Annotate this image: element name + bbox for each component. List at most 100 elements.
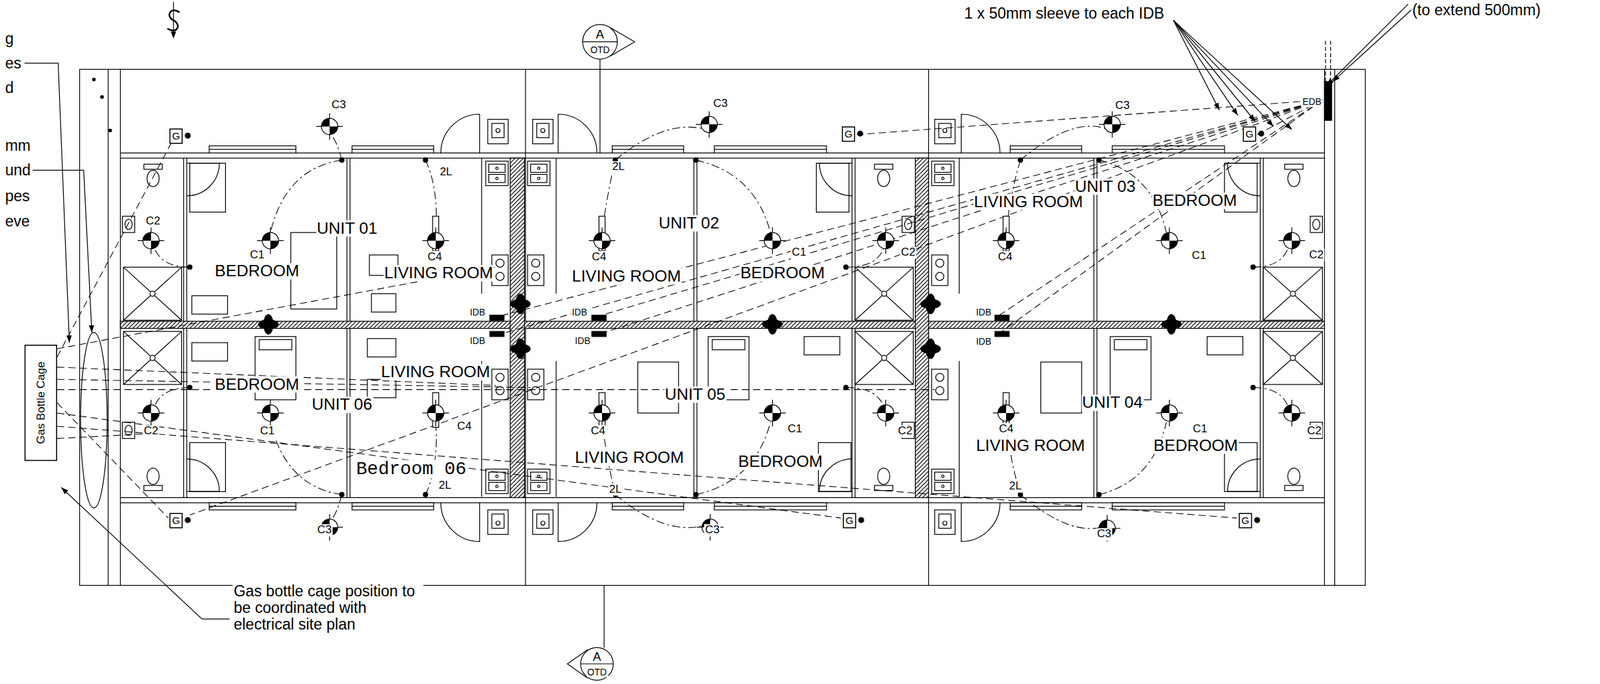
basin	[1310, 216, 1323, 234]
furniture	[190, 442, 226, 492]
furniture	[816, 163, 850, 213]
leader-line	[1332, 7, 1414, 82]
gas-point-box: G	[1238, 512, 1252, 529]
furniture	[367, 379, 397, 399]
sink-waste	[941, 485, 945, 489]
burner	[935, 272, 944, 281]
switch-label: 2L	[438, 166, 454, 179]
idb-symbol	[592, 331, 607, 337]
circuit-label: C2	[142, 425, 160, 438]
smoke-detector	[510, 338, 531, 360]
partition-wall	[1259, 328, 1261, 498]
shower-fall	[123, 267, 183, 321]
leader-line	[1173, 20, 1256, 122]
partition-wall	[1093, 328, 1095, 498]
light-fitting	[1283, 405, 1301, 422]
smoke-detector	[924, 297, 937, 310]
cooktop	[931, 255, 949, 286]
shower-fall	[855, 331, 914, 385]
light-fitting	[872, 400, 900, 427]
light-fitting	[1099, 520, 1107, 529]
leader-line	[1326, 3, 1408, 86]
box-text: G	[172, 515, 181, 526]
smoke-detector	[258, 314, 280, 335]
board-label: EDB	[1301, 97, 1323, 107]
switching-line	[270, 422, 342, 496]
light-fitting	[262, 405, 271, 414]
switching-line	[154, 388, 190, 406]
switching-line	[1099, 422, 1167, 496]
sink-bowl	[489, 472, 506, 481]
unit-name: UNIT 04	[1081, 394, 1144, 412]
light-fitting	[1156, 400, 1183, 427]
circuit-label: C4	[590, 425, 607, 438]
light-fitting	[422, 400, 450, 427]
burner	[531, 272, 540, 281]
section-marker	[567, 649, 589, 679]
sink-waste	[495, 485, 499, 489]
sink	[931, 161, 955, 187]
partition-wall	[693, 328, 695, 498]
smoke-detector	[1161, 314, 1183, 335]
burner	[531, 373, 540, 382]
furniture	[1207, 336, 1244, 356]
gas-point-box: G	[841, 126, 856, 142]
gas-point-box: G	[842, 512, 856, 529]
light-fitting	[1156, 227, 1183, 254]
switch-symbol	[693, 158, 699, 163]
idb-symbol	[489, 331, 505, 337]
door-swing	[440, 114, 480, 153]
room-name: LIVING ROOM	[972, 193, 1084, 211]
window-glass	[352, 148, 434, 150]
leader-line	[61, 487, 230, 620]
partition-wall	[693, 158, 695, 322]
hot-water-unit	[532, 510, 554, 535]
hot-water-unit	[487, 510, 509, 535]
gas-point-box: G	[169, 128, 183, 144]
cooktop	[527, 255, 545, 286]
light-fitting	[1291, 240, 1300, 249]
basin-bowl	[904, 219, 912, 230]
note-fragment: und	[3, 162, 32, 179]
light-fitting	[992, 400, 1020, 427]
north-arrow	[167, 10, 180, 31]
hot-water-unit	[540, 521, 545, 526]
section-line	[603, 585, 605, 648]
gas-pipe-route	[57, 142, 172, 357]
note-fragment: g	[3, 30, 15, 47]
circuit-label: C1	[1192, 423, 1209, 436]
shower	[1263, 267, 1323, 321]
basin	[902, 216, 915, 234]
circuit-label: C1	[1190, 249, 1208, 262]
unit-name: UNIT 06	[310, 396, 374, 414]
basin	[122, 216, 135, 234]
light-fitting	[1005, 240, 1014, 249]
partition-wall	[349, 158, 351, 322]
smoke-detector	[920, 338, 941, 360]
hot-water-unit	[532, 119, 554, 145]
section-marker	[582, 24, 618, 60]
smoke-detector	[766, 318, 779, 331]
toilet-cistern	[144, 485, 163, 492]
switch-symbol	[423, 492, 428, 498]
furniture	[1110, 336, 1151, 400]
box-text: Gas Bottle Cage	[35, 362, 47, 445]
box-text: G	[1241, 515, 1250, 526]
shower	[123, 267, 183, 321]
circuit-label: C1	[786, 423, 804, 436]
room-name: BEDROOM	[213, 262, 301, 280]
sink-waste	[941, 177, 945, 181]
light-fitting	[601, 413, 610, 422]
light-fitting	[759, 227, 787, 254]
cooktop	[931, 369, 949, 400]
idb-symbol	[994, 315, 1010, 321]
sink-bowl	[934, 174, 952, 183]
light-fitting	[1156, 400, 1183, 427]
note-fragment: mm	[3, 137, 32, 154]
light-fitting	[759, 400, 787, 427]
north-arrow	[170, 31, 177, 40]
shower-waste	[150, 291, 156, 297]
box-text: G	[845, 515, 854, 526]
unit-name: UNIT 01	[315, 219, 379, 238]
circuit-label: C2	[1308, 249, 1325, 262]
